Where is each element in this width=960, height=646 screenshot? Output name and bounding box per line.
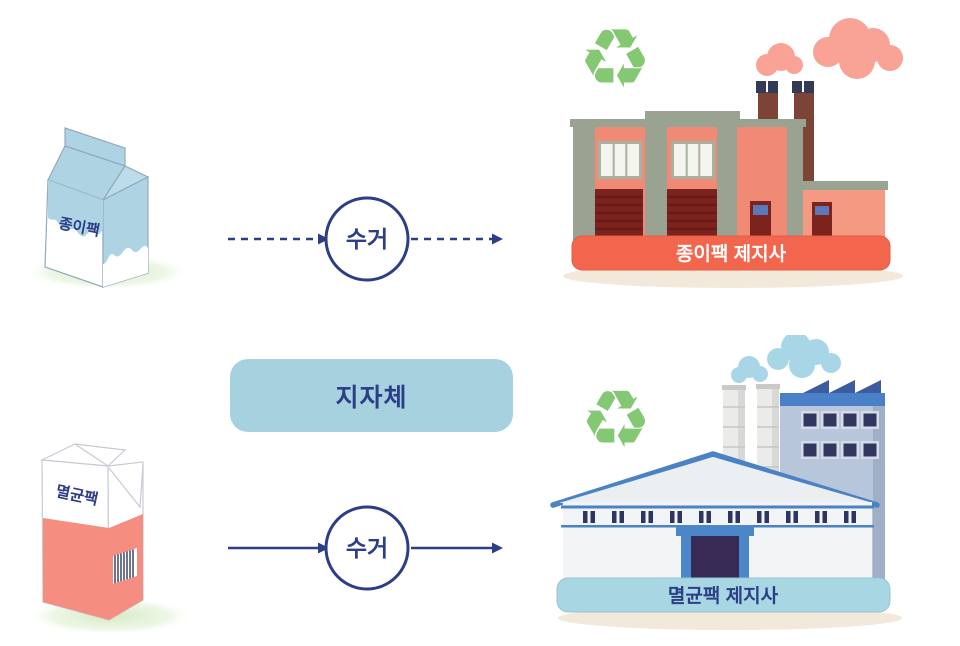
collection-circle <box>324 505 410 591</box>
paper-mill-banner-label: 종이팩 제지사 <box>676 243 787 265</box>
collection-circle <box>324 196 410 282</box>
recycling-icon: ♻ <box>580 373 652 466</box>
collection-label: 수거 <box>346 535 388 561</box>
barcode <box>113 548 137 584</box>
smoke-clouds <box>756 18 903 79</box>
paper-mill-illustration: ♻ <box>563 12 903 288</box>
solid-arrow-right <box>411 542 503 554</box>
warehouse-building <box>550 451 880 578</box>
mill-building <box>570 111 888 240</box>
local-government-label: 지자체 <box>335 383 408 412</box>
collection-label: 수거 <box>346 226 388 252</box>
mill-windows <box>598 141 715 179</box>
milk-carton <box>44 127 150 288</box>
mill-annex <box>800 181 888 240</box>
aseptic-mill-banner-label: 멸균팩 제지사 <box>668 585 779 607</box>
paper-carton-illustration: 종이팩 <box>23 127 191 290</box>
paper-mill-banner <box>571 235 891 271</box>
warehouse-door <box>676 525 754 578</box>
dashed-arrow-left <box>228 233 329 245</box>
office-windows <box>801 411 879 459</box>
aseptic-carton <box>39 443 144 622</box>
smoke-clouds <box>731 335 841 383</box>
aseptic-carton-illustration: 멸균팩 <box>26 443 194 635</box>
warehouse-window-band <box>583 511 856 523</box>
aseptic-mill-illustration: ♻ <box>550 335 902 630</box>
dashed-arrow-right <box>411 233 503 245</box>
local-government-box: 지자체 <box>230 359 513 432</box>
bottom-collection-flow: 수거 <box>228 505 503 591</box>
aseptic-mill-banner <box>556 577 891 613</box>
top-collection-flow: 수거 <box>228 196 503 282</box>
solid-arrow-left <box>228 542 329 554</box>
recycling-icon: ♻ <box>578 12 652 107</box>
garage-doors <box>595 189 717 240</box>
